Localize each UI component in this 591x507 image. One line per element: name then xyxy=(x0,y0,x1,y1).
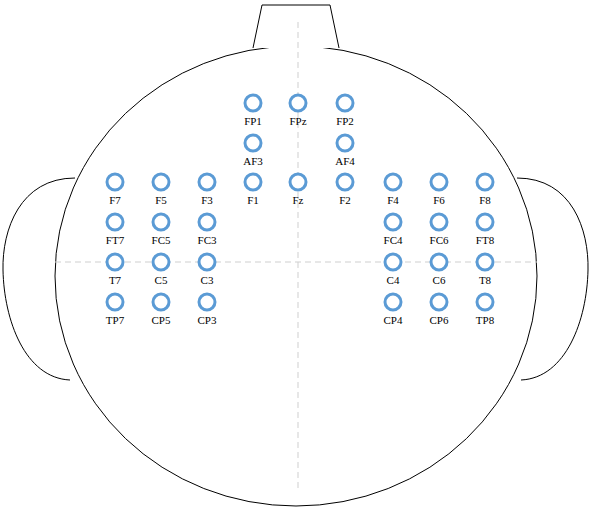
electrode-circle xyxy=(431,174,447,190)
electrode-circle xyxy=(431,294,447,310)
electrode-label: F8 xyxy=(479,194,491,206)
electrode-circle xyxy=(290,95,306,111)
electrode-circle xyxy=(245,174,261,190)
electrode-label: F7 xyxy=(109,194,121,206)
electrode-label: C4 xyxy=(387,274,400,286)
electrode-circle xyxy=(431,254,447,270)
electrode-circle xyxy=(337,174,353,190)
electrode-label: F5 xyxy=(155,194,167,206)
electrode-circle xyxy=(153,214,169,230)
electrode-circle xyxy=(385,294,401,310)
electrode-circle xyxy=(337,135,353,151)
electrode-label: T8 xyxy=(479,274,491,286)
electrode-circle xyxy=(107,174,123,190)
nose xyxy=(253,5,339,48)
ear-line xyxy=(55,262,537,263)
head-circle xyxy=(55,46,537,506)
electrode-circle xyxy=(337,95,353,111)
electrode-label: CP5 xyxy=(152,314,171,326)
electrode-circle xyxy=(290,174,306,190)
electrode-circle xyxy=(477,294,493,310)
electrode-circle xyxy=(477,254,493,270)
electrode-circle xyxy=(107,214,123,230)
electrode-label: CP6 xyxy=(430,314,449,326)
electrode-label: C3 xyxy=(201,274,214,286)
electrode-circle xyxy=(199,254,215,270)
electrode-label: FC5 xyxy=(152,234,171,246)
electrode-circle xyxy=(245,135,261,151)
electrode-label: FT8 xyxy=(476,234,494,246)
electrode-label: T7 xyxy=(109,274,121,286)
electrode-label: FT7 xyxy=(106,234,124,246)
electrode-label: FC6 xyxy=(430,234,449,246)
electrode-label: F6 xyxy=(433,194,445,206)
electrode-label: F3 xyxy=(201,194,213,206)
electrode-circle xyxy=(199,294,215,310)
electrode-label: TP7 xyxy=(106,314,124,326)
electrode-label: F2 xyxy=(339,194,351,206)
electrode-circle xyxy=(477,174,493,190)
electrode-label: FP2 xyxy=(336,115,354,127)
electrode-label: FP1 xyxy=(244,115,262,127)
electrode-label: C6 xyxy=(433,274,446,286)
electrode-circle xyxy=(431,214,447,230)
electrode-label: CP3 xyxy=(198,314,217,326)
electrode-label: AF3 xyxy=(243,155,263,167)
electrode-circle xyxy=(153,174,169,190)
electrode-circle xyxy=(153,254,169,270)
electrode-label: FC3 xyxy=(198,234,217,246)
electrode-label: AF4 xyxy=(335,155,355,167)
electrode-label: C5 xyxy=(155,274,168,286)
electrode-label: Fz xyxy=(293,194,304,206)
electrode-circle xyxy=(385,254,401,270)
midline xyxy=(298,22,299,492)
electrode-label: F1 xyxy=(247,194,259,206)
electrode-circle xyxy=(107,254,123,270)
electrode-circle xyxy=(107,294,123,310)
electrode-circle xyxy=(199,174,215,190)
electrode-label: F4 xyxy=(387,194,399,206)
electrode-circle xyxy=(199,214,215,230)
electrode-circle xyxy=(385,214,401,230)
electrode-circle xyxy=(153,294,169,310)
electrode-label: TP8 xyxy=(476,314,494,326)
electrode-circle xyxy=(245,95,261,111)
electrode-label: CP4 xyxy=(384,314,403,326)
electrode-label: FC4 xyxy=(384,234,403,246)
electrode-circle xyxy=(477,214,493,230)
electrode-label: FPz xyxy=(289,115,306,127)
electrode-circle xyxy=(385,174,401,190)
